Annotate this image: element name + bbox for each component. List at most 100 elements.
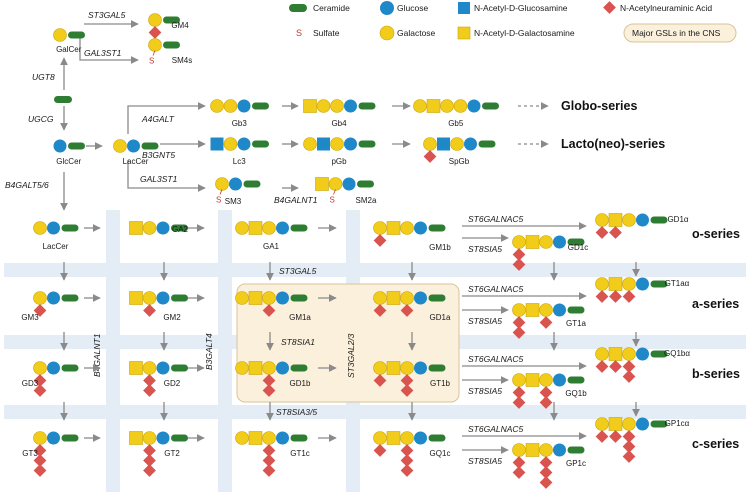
sulfate-bond (219, 189, 223, 195)
glcnac-unit (210, 137, 224, 151)
glycan-ga2 (129, 221, 188, 235)
glycan-gm2 (129, 291, 188, 317)
galnac-unit (129, 361, 143, 375)
galnac-unit (386, 221, 401, 235)
galactose-unit (423, 137, 437, 151)
galactose-unit (113, 139, 127, 153)
glucose-unit (276, 221, 289, 235)
ceramide-unit (650, 350, 668, 358)
ceramide-unit (650, 420, 668, 428)
glucose-unit (156, 361, 170, 375)
neuac-unit (373, 234, 387, 247)
arrow-galcer-sm4s (79, 36, 139, 64)
legend-glucose: Glucose (397, 3, 428, 13)
neuac-unit (143, 464, 156, 477)
series-label-lacto: Lacto(neo)-series (561, 137, 665, 151)
galnac-unit (608, 213, 623, 227)
glucose-unit (414, 361, 427, 375)
glycan-gd2 (129, 361, 188, 397)
glycan-gt1aalpha (595, 277, 668, 303)
enzyme-st8sia1-band: ST8SIA1 (281, 337, 315, 347)
enzyme-st6galnac5-o: ST6GALNAC5 (468, 214, 524, 224)
galactose-unit (373, 291, 387, 305)
galactose-unit (539, 303, 553, 317)
galactose-unit (33, 221, 47, 235)
enzyme-st3gal23-vertical: ST3GAL2/3 (346, 333, 356, 378)
ceramide-unit (290, 364, 308, 372)
sulfate-mark: S (330, 196, 335, 205)
label-sm2a: SM2a (356, 196, 377, 205)
galnac-unit (386, 291, 401, 305)
neuac-unit (33, 304, 47, 317)
neuac-unit (400, 374, 414, 387)
glycan-gd3 (33, 361, 79, 397)
label-gt1c: GT1c (290, 449, 310, 458)
neuac-unit (33, 454, 47, 467)
glycan-gb5 (413, 99, 499, 113)
neuac-unit (33, 444, 47, 457)
neuac-unit (400, 444, 414, 457)
legend-sulfate-symbol: S (296, 28, 302, 38)
galnac-unit (129, 221, 143, 235)
enzyme-st6galnac5-a: ST6GALNAC5 (468, 284, 524, 294)
galnac-unit (248, 291, 263, 305)
glucose-unit (414, 291, 427, 305)
glycan-sm2a: S (315, 177, 374, 205)
glycan-gt1c (235, 431, 308, 477)
galactose-unit (262, 431, 276, 445)
glycan-gb4 (303, 99, 376, 113)
neuac-unit (262, 464, 276, 477)
glycan-galcer (53, 28, 85, 42)
ceramide-unit (567, 446, 585, 454)
glycan-gt1b (373, 361, 446, 397)
galactose-unit (33, 431, 47, 445)
glycan-gm1b (373, 221, 446, 247)
glucose-unit (414, 221, 427, 235)
glucose-unit (276, 291, 289, 305)
ceramide-unit (61, 224, 79, 232)
galnac-unit (525, 443, 540, 457)
glycan-sm4s: S (148, 38, 180, 66)
galnac-unit (315, 177, 329, 191)
label-galcer: GalCer (56, 45, 82, 54)
label-gb3: Gb3 (232, 119, 248, 128)
neuac-unit (143, 384, 156, 397)
glucose-unit (47, 361, 60, 375)
neuac-unit (595, 430, 609, 443)
series-label-a: a-series (692, 297, 739, 311)
galactose-unit (142, 221, 157, 235)
glycan-gp1calpha (595, 417, 668, 463)
neuac-unit (262, 454, 276, 467)
glycan-laccer-top (113, 139, 159, 153)
label-gd2: GD2 (164, 379, 181, 388)
neuac-unit (33, 384, 47, 397)
neuac-unit (262, 304, 276, 317)
glucose-unit (636, 213, 649, 227)
galnac-unit (129, 431, 143, 445)
galnac-unit (248, 431, 263, 445)
galactose-unit (235, 431, 249, 445)
glucose-unit (636, 347, 649, 361)
galactose-unit (148, 13, 162, 27)
label-lc3: Lc3 (233, 157, 246, 166)
galactose-unit (595, 277, 609, 291)
legend-sulfate: Sulfate (313, 28, 340, 38)
label-gp1c: GP1c (566, 459, 586, 468)
free-ceramide-symbol (54, 96, 72, 103)
glucose-unit (47, 431, 60, 445)
galnac-unit (248, 361, 263, 375)
ceramide-unit (428, 434, 446, 442)
label-gt3: GT3 (22, 449, 38, 458)
ceramide-unit (163, 16, 180, 24)
galactose-unit (303, 137, 317, 151)
glucose-unit (156, 291, 170, 305)
glycan-pgb (303, 137, 376, 151)
glucose-unit (414, 431, 427, 445)
neuac-unit (33, 464, 47, 477)
galactose-unit (142, 291, 157, 305)
legend-major-gsls: Major GSLs in the CNS (632, 28, 721, 38)
label-gt1b: GT1b (430, 379, 451, 388)
galnac-unit (608, 347, 623, 361)
ceramide-unit (290, 294, 308, 302)
